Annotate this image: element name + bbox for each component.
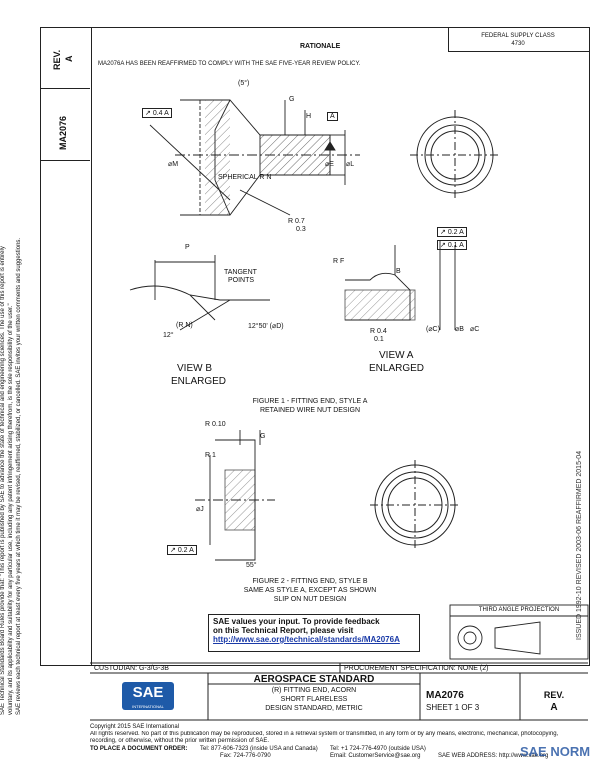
label-phi-b: ⌀B xyxy=(455,326,464,333)
tol-box-fig1: ↗ 0.4 A xyxy=(142,108,172,118)
label-a-datum: A xyxy=(327,112,338,121)
rationale-title: RATIONALE xyxy=(300,43,341,50)
rationale-text: MA2076A HAS BEEN REAFFIRMED TO COMPLY WI… xyxy=(98,61,361,67)
label-r07: R 0.7 xyxy=(288,218,305,225)
tol-icon-3: ↗ xyxy=(440,242,446,249)
title-line1: (R) FITTING END, ACORN xyxy=(271,687,357,694)
label-g: G xyxy=(289,96,295,103)
title-sheet: SHEET 1 OF 3 xyxy=(426,703,480,712)
label-phi-c: ⌀C xyxy=(470,326,480,333)
left-title-column xyxy=(40,27,92,666)
fig2-tol-02: 0.2 xyxy=(177,547,188,554)
figure2-caption-2: SAME AS STYLE A, EXCEPT AS SHOWN xyxy=(243,587,377,594)
label-view-b1: VIEW B xyxy=(177,363,213,374)
footer-copyright: Copyright 2015 SAE International xyxy=(90,724,180,730)
figure2-caption-3: SLIP ON NUT DESIGN xyxy=(273,596,347,603)
label-rn: (R N) xyxy=(176,322,193,329)
footer-tel1: Tel: 877-606-7323 (inside USA and Canada… xyxy=(200,746,318,752)
custodian: CUSTODIAN: G-3/G-3B xyxy=(94,665,169,672)
tol-icon: ↗ xyxy=(145,110,151,117)
fed-supply-box xyxy=(448,27,589,52)
label-p: P xyxy=(185,244,190,251)
footer-order: TO PLACE A DOCUMENT ORDER: xyxy=(90,746,188,752)
left-column-divider2 xyxy=(40,160,90,161)
feedback-link[interactable]: http://www.sae.org/technical/standards/M… xyxy=(213,635,400,644)
label-phi-l: ⌀L xyxy=(346,161,355,168)
tol-box-01: ↗ 0.1 A xyxy=(437,240,467,250)
fig2-tol-box: ↗ 0.2 A xyxy=(167,545,197,555)
fed-supply-value: 4730 xyxy=(511,41,525,47)
label-view-b2: ENLARGED xyxy=(171,376,227,387)
fig2-label-r010: R 0.10 xyxy=(205,421,226,428)
label-phi-m: ⌀M xyxy=(168,161,179,168)
fig2-label-r1: R 1 xyxy=(205,452,216,459)
tol-icon-2: ↗ xyxy=(440,229,446,236)
title-doc-number: MA2076 xyxy=(426,690,464,701)
sae-logo-sub: INTERNATIONAL xyxy=(132,704,164,709)
tol-02: 0.2 xyxy=(447,229,458,236)
figure1-caption-2: RETAINED WIRE NUT DESIGN xyxy=(259,407,361,414)
figure2-caption-1: FIGURE 2 - FITTING END, STYLE B xyxy=(252,578,368,585)
title-line2: SHORT FLARELESS xyxy=(280,696,348,703)
label-twelve: 12° xyxy=(163,332,174,339)
tol-a-2: A xyxy=(459,229,464,236)
projection-label: THIRD ANGLE PROJECTION xyxy=(478,607,560,613)
fig2-label-55: 55° xyxy=(246,562,257,569)
tol-box-02: ↗ 0.2 A xyxy=(437,227,467,237)
label-b: B xyxy=(396,268,401,275)
footer-rights: All rights reserved. No part of this pub… xyxy=(90,731,559,737)
fig2-tol-a: A xyxy=(189,547,194,554)
tol-icon-4: ↗ xyxy=(170,547,176,554)
label-view-a1: VIEW A xyxy=(379,350,414,361)
footer-rights2: recording, or otherwise, without the pri… xyxy=(90,738,270,744)
sae-logo-text: SAE xyxy=(132,684,164,701)
label-r03: 0.3 xyxy=(296,226,306,233)
label-r04: R 0.4 xyxy=(370,328,387,335)
tol-a: A xyxy=(164,110,169,117)
label-angle-d: 12°50' (⌀D) xyxy=(248,323,284,330)
label-phi-e: ⌀E xyxy=(325,161,334,168)
feedback-line1: SAE values your input. To provide feedba… xyxy=(213,617,380,626)
procurement: PROCUREMENT SPECIFICATION: NONE (2) xyxy=(344,665,489,672)
fig2-label-phi-j: ⌀J xyxy=(196,506,204,513)
feedback-box: SAE values your input. To provide feedba… xyxy=(208,614,420,652)
fed-supply-label: FEDERAL SUPPLY CLASS xyxy=(481,33,555,39)
tol-a-3: A xyxy=(459,242,464,249)
footer-email: Email: CustomerService@sae.org xyxy=(330,753,421,759)
footer-fax: Fax: 724-776-0790 xyxy=(220,753,271,759)
aerospace-standard: AEROSPACE STANDARD xyxy=(253,674,375,685)
footer-tel2: Tel: +1 724-776-4970 (outside USA) xyxy=(330,746,426,752)
tol-01: 0.1 xyxy=(447,242,458,249)
sae-logo: SAE INTERNATIONAL xyxy=(122,682,174,710)
label-view-a2: ENLARGED xyxy=(369,363,425,374)
label-phi-c-paren: (⌀C) xyxy=(426,326,440,333)
fig2-label-g: G xyxy=(260,433,266,440)
footer-watermark: SAE NORM xyxy=(520,744,591,759)
title-line3: DESIGN STANDARD, METRIC xyxy=(265,705,363,712)
tol-04: 0.4 xyxy=(152,110,163,117)
label-rf: R F xyxy=(333,258,345,265)
feedback-line2: on this Technical Report, please visit xyxy=(213,626,354,635)
figure1-caption-1: FIGURE 1 - FITTING END, STYLE A xyxy=(252,398,368,405)
label-r01: 0.1 xyxy=(374,336,384,343)
label-five-deg: (5°) xyxy=(238,80,250,87)
label-tangent: TANGENT xyxy=(224,269,257,276)
title-rev-value: A xyxy=(550,702,558,713)
footer-web[interactable]: SAE WEB ADDRESS: http://www.sae.org xyxy=(438,753,549,759)
label-h: H xyxy=(306,113,312,120)
label-spherical: SPHERICAL R N xyxy=(218,174,272,181)
label-points: POINTS xyxy=(228,277,255,284)
left-column-divider1 xyxy=(40,88,90,89)
title-rev-label: REV. xyxy=(543,690,565,700)
